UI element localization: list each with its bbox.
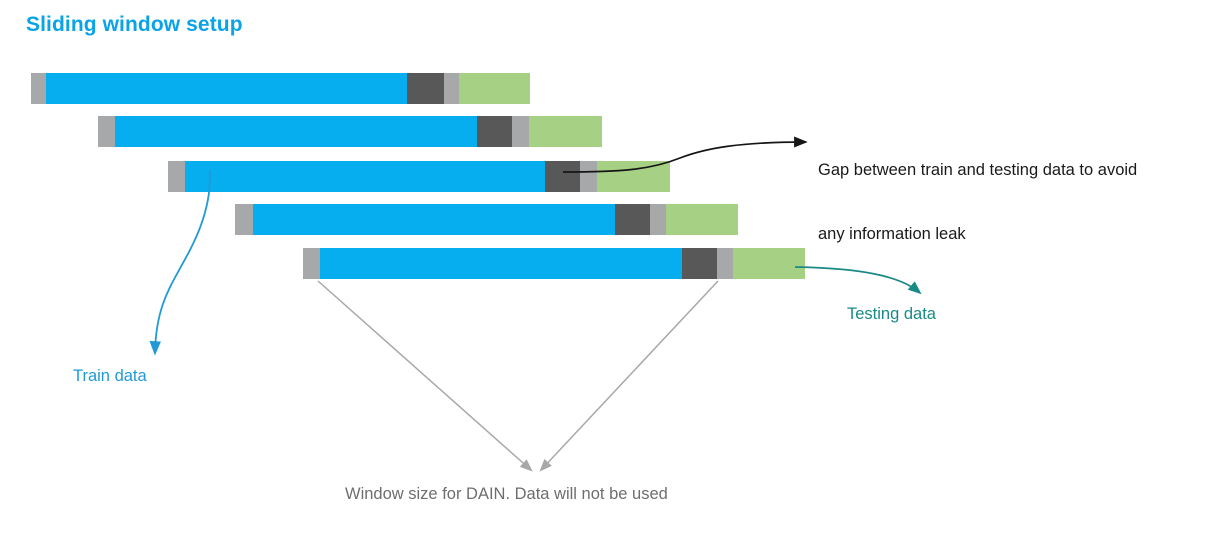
bar-segment-pad-left (168, 161, 185, 192)
window-bar-4 (235, 204, 738, 235)
testing-data-label: Testing data (847, 305, 936, 323)
bar-segment-pad-left (98, 116, 115, 147)
bar-segment-gap (615, 204, 650, 235)
bar-segment-gap (407, 73, 444, 104)
bar-segment-test (529, 116, 602, 147)
window-leader-right (539, 280, 719, 472)
bar-segment-train (185, 161, 545, 192)
bar-segment-train (320, 248, 682, 279)
bar-segment-train (253, 204, 615, 235)
bar-segment-pad-right (650, 204, 666, 235)
page-title: Sliding window setup (26, 13, 243, 36)
gap-annotation: Gap between train and testing data to av… (818, 118, 1137, 287)
bar-segment-test (459, 73, 530, 104)
train-data-label: Train data (73, 367, 147, 385)
window-bar-2 (98, 116, 602, 147)
gap-annotation-line1: Gap between train and testing data to av… (818, 161, 1138, 180)
window-bar-1 (31, 73, 530, 104)
bar-segment-gap (545, 161, 580, 192)
bar-segment-pad-left (31, 73, 46, 104)
bar-segment-train (46, 73, 407, 104)
bar-segment-pad-right (580, 161, 597, 192)
window-bar-5 (303, 248, 805, 279)
window-bar-3 (168, 161, 670, 192)
bar-segment-pad-left (235, 204, 253, 235)
bar-segment-test (733, 248, 805, 279)
gap-annotation-line2: any information leak (818, 224, 966, 243)
bar-segment-pad-right (717, 248, 733, 279)
bar-segment-test (666, 204, 738, 235)
window-leader-left (317, 280, 533, 472)
bar-segment-train (115, 116, 477, 147)
bar-segment-pad-right (512, 116, 529, 147)
bar-segment-pad-left (303, 248, 320, 279)
window-size-label: Window size for DAIN. Data will not be u… (345, 485, 668, 503)
bar-segment-gap (477, 116, 512, 147)
bar-segment-gap (682, 248, 717, 279)
bar-segment-test (597, 161, 670, 192)
bar-segment-pad-right (444, 73, 459, 104)
train-callout-arrow (149, 169, 211, 356)
